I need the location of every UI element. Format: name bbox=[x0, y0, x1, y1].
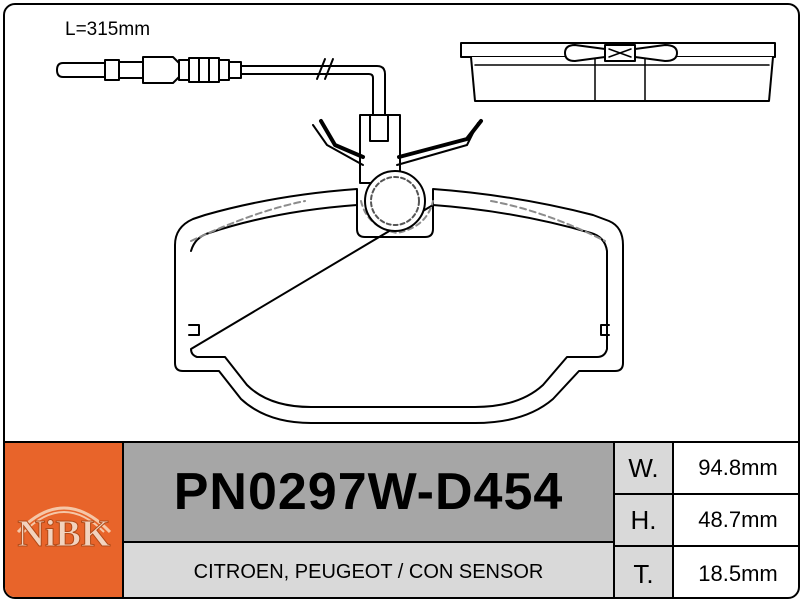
sensor-length-label: L=315mm bbox=[65, 19, 151, 40]
sensor-wire bbox=[240, 58, 386, 142]
sensor-seat-contour bbox=[360, 200, 434, 234]
part-number: PN0297W-D454 bbox=[173, 463, 564, 521]
spec-row-height: H. 48.7mm bbox=[615, 495, 798, 547]
spec-key: T. bbox=[615, 547, 674, 597]
logo-text: NiBK bbox=[17, 513, 110, 555]
spec-value: 18.5mm bbox=[698, 561, 778, 586]
spec-row-thickness: T. 18.5mm bbox=[615, 547, 798, 597]
sensor-connector bbox=[56, 56, 242, 84]
brake-pad-drawing bbox=[56, 42, 776, 424]
technical-drawing: L=315mm bbox=[5, 5, 798, 441]
spec-row-width: W. 94.8mm bbox=[615, 443, 798, 495]
applications-cell: CITROEN, PEUGEOT / CON SENSOR bbox=[124, 543, 615, 597]
pad-side-view bbox=[460, 42, 776, 102]
wear-indicator-contour bbox=[190, 200, 606, 242]
sensor-head-inner bbox=[370, 176, 420, 226]
spec-value: 48.7mm bbox=[698, 507, 778, 532]
spec-value: 94.8mm bbox=[698, 455, 778, 480]
applications-text: CITROEN, PEUGEOT / CON SENSOR bbox=[193, 560, 544, 583]
spec-key: H. bbox=[615, 495, 674, 545]
pad-backplate bbox=[174, 188, 624, 424]
spec-key: W. bbox=[615, 443, 674, 493]
sensor-head bbox=[364, 170, 426, 232]
part-number-cell: PN0297W-D454 bbox=[124, 443, 615, 543]
product-card: L=315mm bbox=[3, 3, 800, 599]
nibk-logo-icon: NiBK bbox=[16, 506, 111, 556]
pad-friction-material bbox=[190, 204, 608, 408]
brand-logo: NiBK bbox=[5, 443, 124, 597]
info-panel: NiBK PN0297W-D454 CITROEN, PEUGEOT / CON… bbox=[5, 441, 798, 597]
